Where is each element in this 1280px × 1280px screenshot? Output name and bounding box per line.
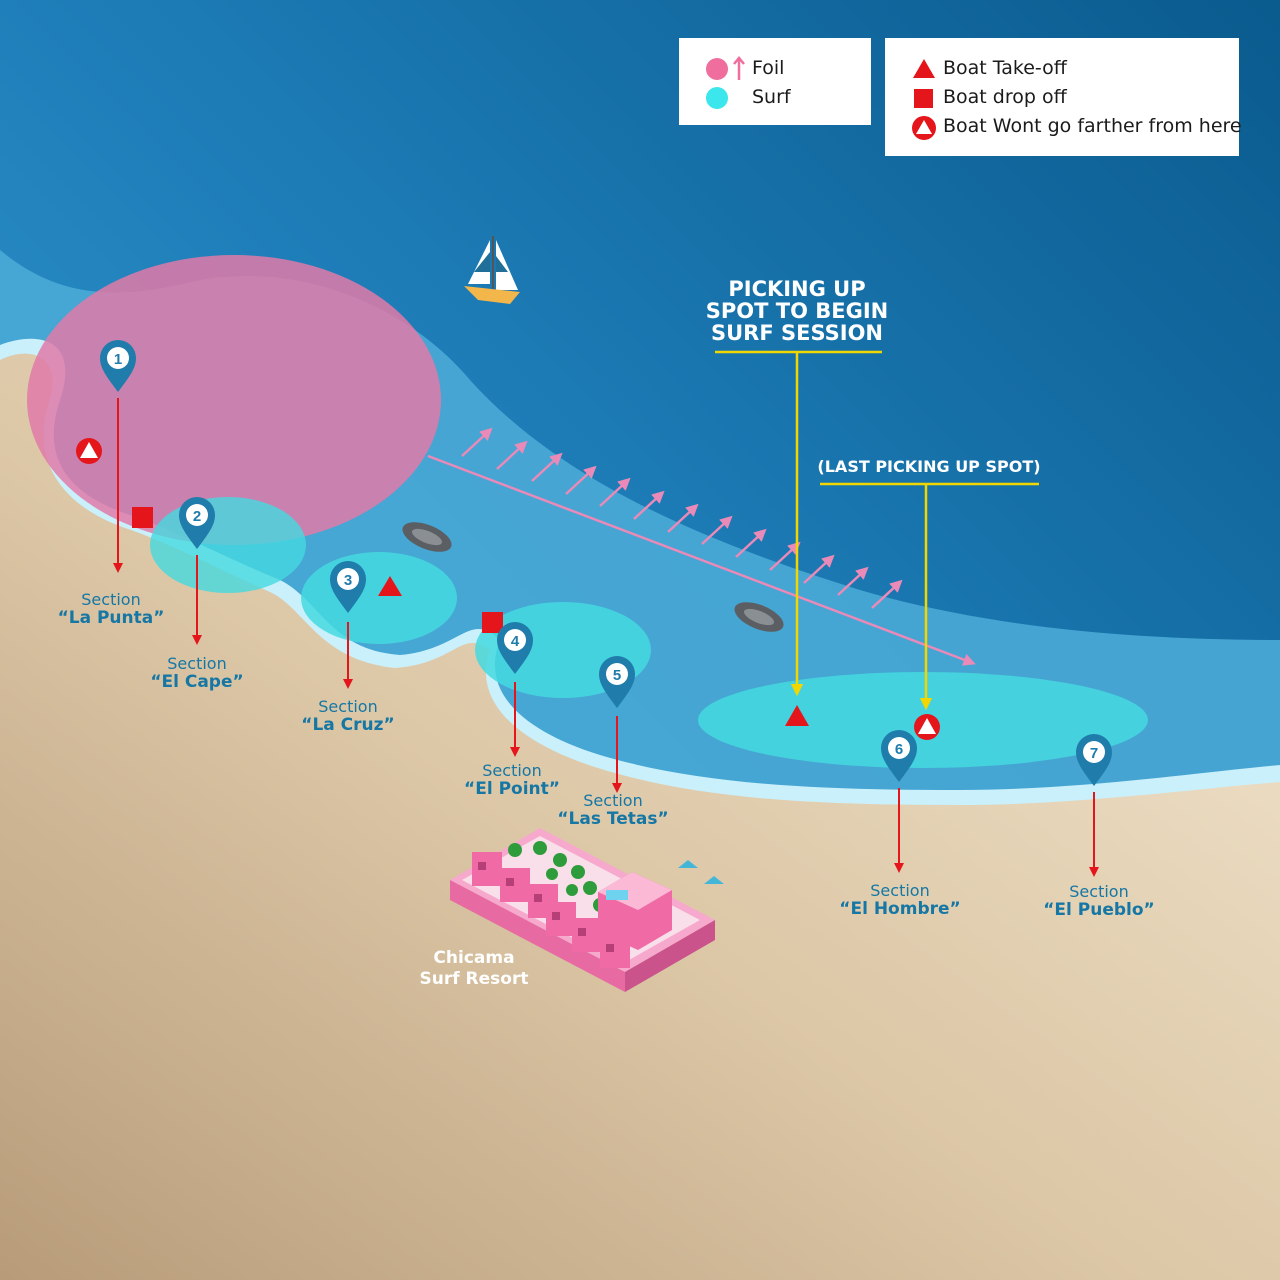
section-label-prefix: Section xyxy=(1069,882,1129,901)
section-marker-number: 4 xyxy=(511,633,520,650)
boat-dropoff-legend-icon xyxy=(914,89,933,108)
section-label-prefix: Section xyxy=(318,697,378,716)
section-marker-3[interactable]: 3 xyxy=(330,561,366,613)
section-label-name: “El Point” xyxy=(464,779,560,799)
section-label-name: “El Hombre” xyxy=(839,899,961,919)
foil-zone xyxy=(27,255,441,545)
section-label-name: “Las Tetas” xyxy=(557,809,669,829)
surf-zone-la-cruz xyxy=(301,552,457,644)
foil-legend-icon xyxy=(706,56,745,80)
foil-legend-label: Foil xyxy=(752,57,785,79)
pickup-callout-line-2: SPOT TO BEGIN xyxy=(705,299,889,323)
section-marker-number: 7 xyxy=(1090,745,1098,762)
section-label-el-pueblo: Section “El Pueblo” xyxy=(1043,882,1155,920)
surf-legend-label: Surf xyxy=(752,86,791,108)
section-marker-number: 2 xyxy=(193,508,201,525)
pickup-callout-line xyxy=(715,350,882,697)
pickup-callout-line-3: SURF SESSION xyxy=(710,321,884,345)
surf-legend-icon xyxy=(706,87,728,109)
section-label-la-cruz: Section “La Cruz” xyxy=(301,697,395,735)
resort-illustration xyxy=(450,828,724,992)
section-marker-number: 1 xyxy=(114,351,122,368)
section-label-el-cape: Section “El Cape” xyxy=(150,654,244,692)
section-marker-4[interactable]: 4 xyxy=(497,622,533,674)
boat-limit-icon xyxy=(914,714,940,740)
section-label-la-punta: Section “La Punta” xyxy=(57,590,165,628)
beach-sand xyxy=(0,353,1280,1280)
resort-label-line-1: Chicama xyxy=(433,948,515,968)
pickup-callout-line-1: PICKING UP xyxy=(728,277,866,301)
section-label-el-point: Section “El Point” xyxy=(464,761,560,799)
pickup-spot-callout: PICKING UP SPOT TO BEGIN SURF SESSION xyxy=(697,278,897,344)
section-marker-1[interactable]: 1 xyxy=(100,340,136,392)
boat-dropoff-icon xyxy=(482,612,503,633)
section-label-name: “La Punta” xyxy=(57,608,165,628)
boat-dropoff-icon xyxy=(132,507,153,528)
boat-limit-icon xyxy=(76,438,102,464)
sailboat-icon xyxy=(464,236,520,304)
surf-zone-el-cape xyxy=(150,497,306,593)
boat-takeoff-legend-label: Boat Take-off xyxy=(943,57,1067,79)
foil-direction-arrows xyxy=(427,427,976,666)
legend-zones: Foil Surf xyxy=(679,38,871,125)
section-label-prefix: Section xyxy=(81,590,141,609)
boat-limit-legend-icon xyxy=(912,116,936,140)
section-marker-7[interactable]: 7 xyxy=(1076,734,1112,786)
last-pickup-callout: (LAST PICKING UP SPOT) xyxy=(817,457,1041,476)
section-marker-5[interactable]: 5 xyxy=(599,656,635,708)
section-label-name: “El Pueblo” xyxy=(1043,900,1155,920)
raft-icon xyxy=(734,602,784,632)
section-label-prefix: Section xyxy=(870,881,930,900)
legend-boat: Boat Take-off Boat drop off Boat Wont go… xyxy=(885,38,1242,156)
resort-label-line-2: Surf Resort xyxy=(419,969,529,989)
section-pointer-lines xyxy=(113,398,1099,877)
section-label-name: “La Cruz” xyxy=(301,715,395,735)
section-marker-number: 3 xyxy=(344,572,352,589)
boat-limit-legend-label: Boat Wont go farther from here xyxy=(943,115,1242,137)
section-label-name: “El Cape” xyxy=(150,672,244,692)
section-marker-6[interactable]: 6 xyxy=(881,730,917,782)
section-label-prefix: Section xyxy=(482,761,542,780)
section-marker-number: 6 xyxy=(895,741,903,758)
section-label-las-tetas: Section “Las Tetas” xyxy=(557,791,669,829)
boat-takeoff-icon xyxy=(785,705,809,726)
boat-takeoff-icon xyxy=(378,576,402,596)
boat-takeoff-legend-icon xyxy=(913,59,935,78)
section-label-prefix: Section xyxy=(583,791,643,810)
section-label-el-hombre: Section “El Hombre” xyxy=(839,881,961,919)
section-marker-2[interactable]: 2 xyxy=(179,497,215,549)
raft-icon xyxy=(402,522,452,552)
section-marker-number: 5 xyxy=(613,667,621,684)
section-label-prefix: Section xyxy=(167,654,227,673)
boat-dropoff-legend-label: Boat drop off xyxy=(943,86,1067,108)
last-pickup-callout-line xyxy=(820,482,1039,711)
resort-label: Chicama Surf Resort xyxy=(404,948,544,990)
